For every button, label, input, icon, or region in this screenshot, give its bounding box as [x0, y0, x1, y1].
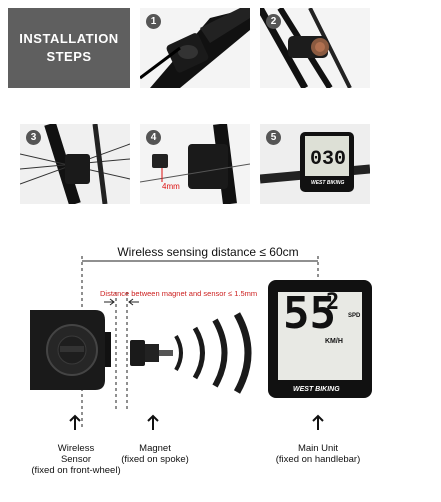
step-2-photo: 2 [260, 8, 370, 88]
display-spd-label: SPD [348, 313, 361, 319]
step-1-badge: 1 [146, 14, 161, 29]
magnet-title: Magnet [139, 443, 171, 454]
step-3-photo: 3 [20, 124, 130, 204]
step-4-badge: 4 [146, 130, 161, 145]
wireless-distance-label: Wireless sensing distance ≤ 60cm [108, 245, 308, 259]
main-unit-brand: WEST BIKING [293, 386, 340, 393]
display-big-digits: 55 [283, 288, 336, 339]
step-1-illustration [140, 8, 250, 88]
main-unit-title: Main Unit [297, 443, 339, 454]
installation-steps-title: INSTALLATION STEPS [8, 8, 130, 88]
main-unit-note: (fixed on handlebar) [275, 454, 361, 465]
magnet-note: (fixed on spoke) [121, 454, 189, 465]
wireless-sensor-label: Wireless Sensor (fixed on front-wheel) [20, 443, 132, 476]
distance-diagram [30, 256, 372, 430]
step-5-badge: 5 [266, 130, 281, 145]
wireless-sensor-title: Wireless [57, 443, 95, 454]
main-unit-label: Main Unit (fixed on handlebar) [263, 443, 373, 465]
step-5-photo: 5 030 WEST BIKING [260, 124, 370, 204]
step-4-annotation: 4mm [162, 182, 180, 191]
step-2-badge: 2 [266, 14, 281, 29]
svg-text:030: 030 [310, 148, 346, 171]
step-4-photo: 4 4mm [140, 124, 250, 204]
step-5-brand: WEST BIKING [311, 180, 345, 186]
step-3-badge: 3 [26, 130, 41, 145]
wireless-sensor-note: (fixed on front-wheel) [31, 465, 121, 476]
magnet-gap-label: Distance between magnet and sensor ≤ 1.5… [100, 289, 258, 298]
magnet-label: Magnet (fixed on spoke) [110, 443, 200, 465]
display-small-digits: 2 [326, 290, 340, 315]
step-1-photo: 1 [140, 8, 250, 88]
title-line-2: STEPS [46, 49, 92, 64]
display-unit: KM/H [325, 338, 343, 345]
title-line-1: INSTALLATION [19, 31, 119, 46]
wireless-sensor-title-2: Sensor [60, 454, 92, 465]
